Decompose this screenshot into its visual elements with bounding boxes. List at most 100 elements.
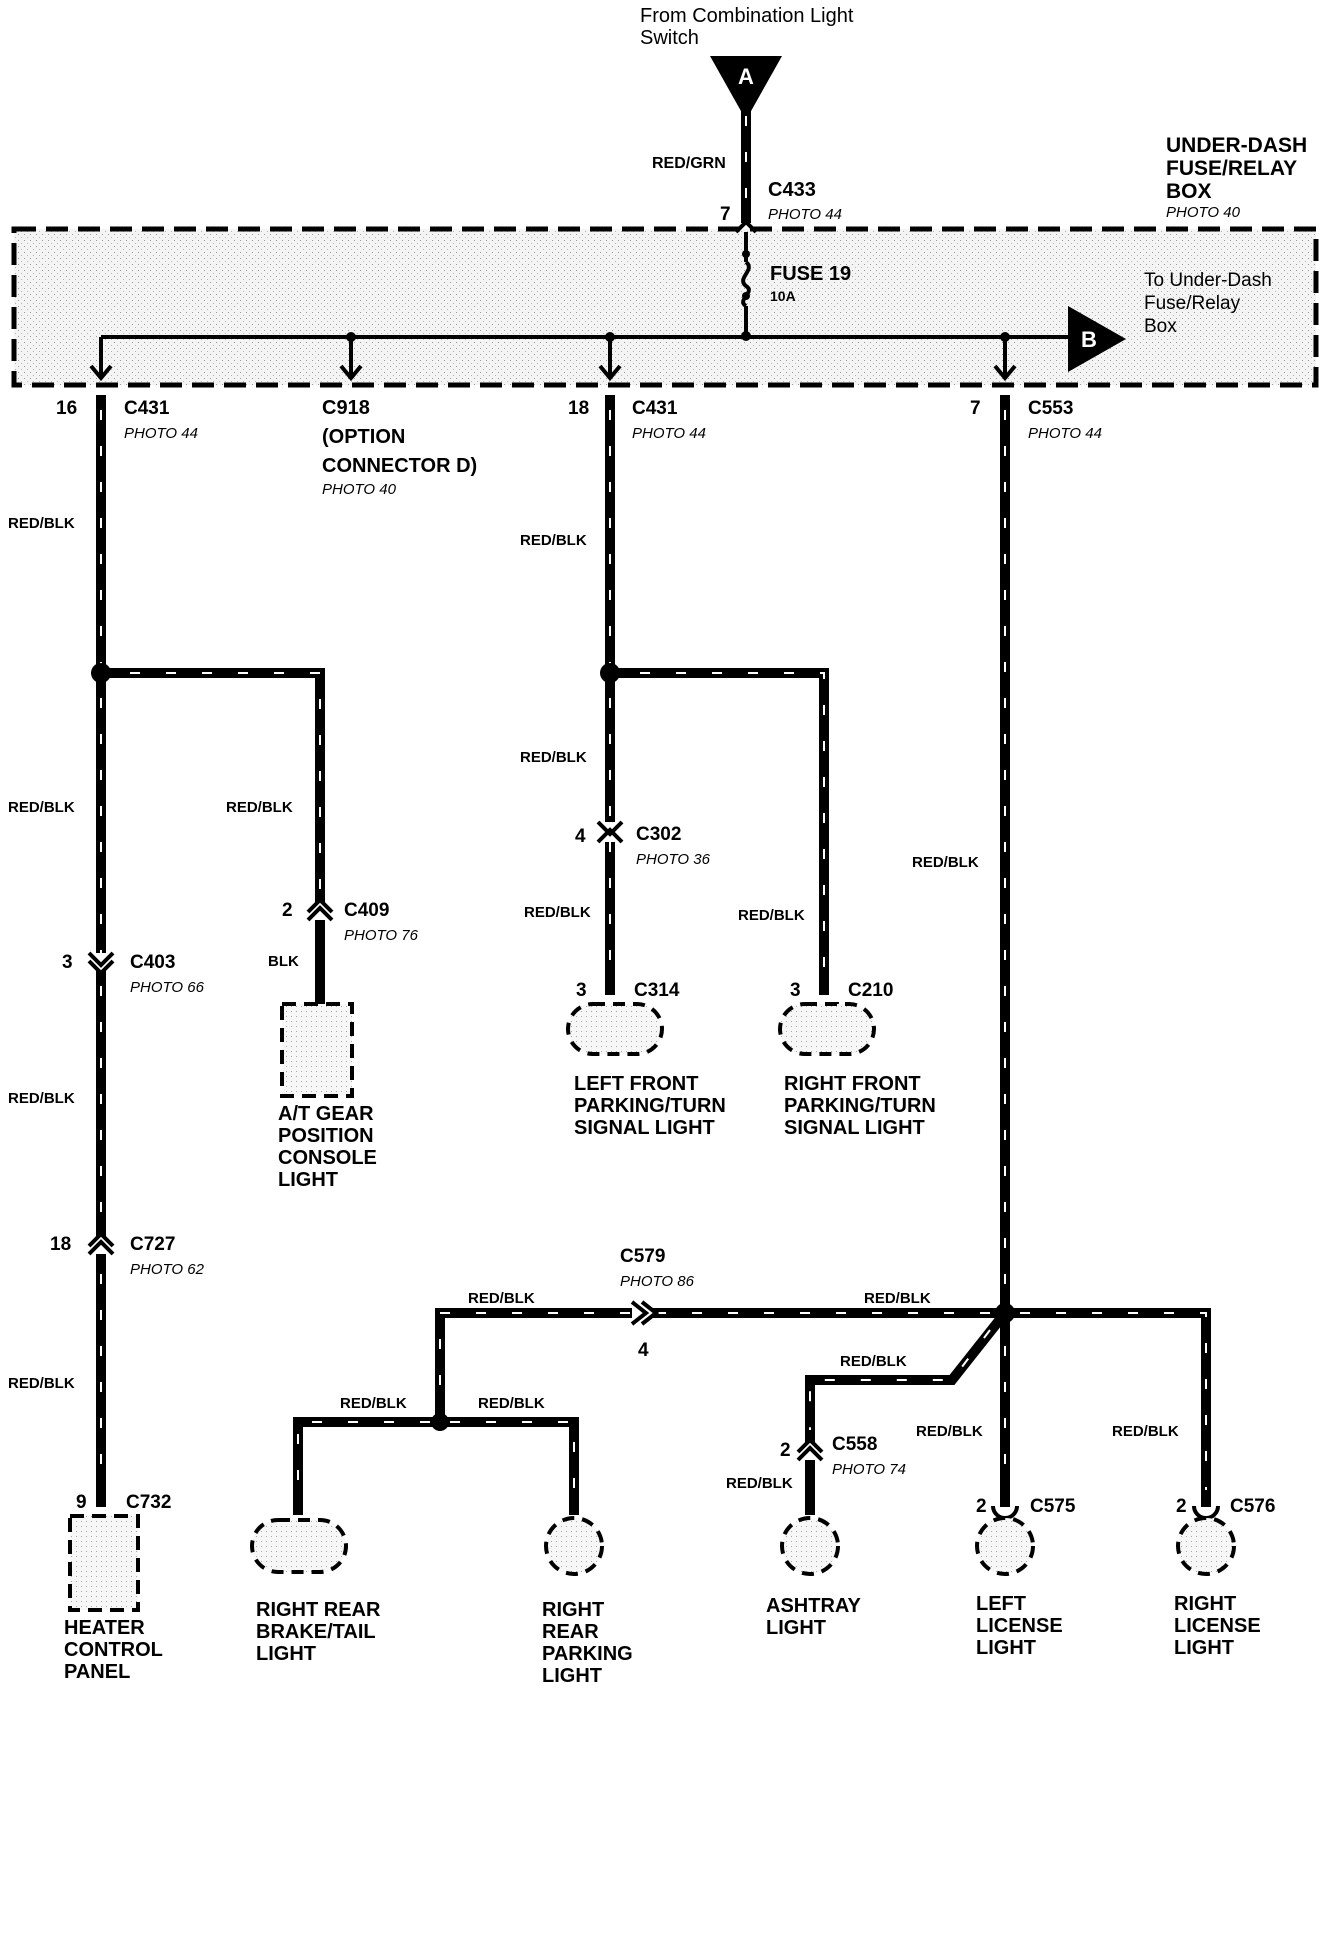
wire-label-blk: BLK	[268, 953, 299, 970]
at-gear-label-4: LIGHT	[278, 1169, 338, 1191]
wire-label-redblk-3: RED/BLK	[8, 1090, 75, 1107]
wire-label-red-grn: RED/GRN	[652, 155, 726, 172]
c558-label: C558	[832, 1434, 877, 1455]
r-license-label-2: LICENSE	[1174, 1615, 1261, 1637]
rr-brake-light-symbol	[250, 1518, 348, 1574]
c431a-label: C431	[124, 398, 170, 419]
c732-pin: 9	[76, 1492, 87, 1513]
circuit-rear-lights	[293, 395, 1211, 1515]
c575-label: C575	[1030, 1496, 1076, 1517]
at-gear-label-2: POSITION	[278, 1125, 374, 1147]
c433-pin: 7	[720, 204, 731, 225]
c579-label: C579	[620, 1246, 665, 1267]
heater-label-2: CONTROL	[64, 1639, 163, 1661]
c431b-photo: PHOTO 44	[632, 425, 706, 442]
wire-label-redblk-13: RED/BLK	[340, 1395, 407, 1412]
wire-label-redblk-12: RED/BLK	[864, 1290, 931, 1307]
c433-connector-symbol	[734, 219, 758, 234]
wire-label-redblk-17: RED/BLK	[1112, 1423, 1179, 1440]
lf-parking-light-symbol	[566, 1002, 664, 1056]
c558-pin: 2	[780, 1440, 791, 1461]
c314-pin: 3	[576, 980, 587, 1001]
c558-connector-symbol	[796, 1437, 824, 1462]
rf-parking-label-3: SIGNAL LIGHT	[784, 1117, 925, 1139]
fusebox-title-1: UNDER-DASH	[1166, 134, 1307, 157]
c579-pin: 4	[638, 1340, 649, 1361]
c575-pin: 2	[976, 1496, 987, 1517]
c210-pin: 3	[790, 980, 801, 1001]
circuit-heater	[91, 395, 325, 1507]
right-license-light-symbol	[1176, 1516, 1236, 1576]
wire-label-redblk-7: RED/BLK	[520, 749, 587, 766]
ashtray-label-1: ASHTRAY	[766, 1595, 861, 1617]
lf-parking-label-1: LEFT FRONT	[574, 1073, 698, 1095]
l-license-label-3: LIGHT	[976, 1637, 1036, 1659]
c918-label-line2: (OPTION	[322, 426, 405, 448]
at-gear-label-3: CONSOLE	[278, 1147, 377, 1169]
fusebox-to-line1: To Under-Dash	[1144, 270, 1272, 291]
rr-parking-label-2: REAR	[542, 1621, 599, 1643]
wire-label-redblk-16: RED/BLK	[916, 1423, 983, 1440]
rf-parking-label-2: PARKING/TURN	[784, 1095, 936, 1117]
wire-label-redblk-10: RED/BLK	[912, 854, 979, 871]
r-license-label-1: RIGHT	[1174, 1593, 1236, 1615]
c403-connector-symbol	[87, 951, 115, 976]
rr-parking-label-1: RIGHT	[542, 1599, 604, 1621]
rr-brake-label-1: RIGHT REAR	[256, 1599, 381, 1621]
c727-connector-symbol	[87, 1231, 115, 1256]
c431b-arrow	[598, 364, 622, 382]
lf-parking-label-2: PARKING/TURN	[574, 1095, 726, 1117]
fusebox-to-line3: Box	[1144, 316, 1177, 337]
rr-brake-label-2: BRAKE/TAIL	[256, 1621, 376, 1643]
wire-label-redblk-6: RED/BLK	[520, 532, 587, 549]
wire-label-redblk-4: RED/BLK	[8, 1375, 75, 1392]
c732-label: C732	[126, 1492, 171, 1513]
c431b-label: C431	[632, 398, 678, 419]
wire-label-redblk-15: RED/BLK	[840, 1353, 907, 1370]
rr-brake-label-3: LIGHT	[256, 1643, 316, 1665]
fusebox-title-2: FUSE/RELAY	[1166, 157, 1297, 180]
rr-parking-light-symbol	[544, 1516, 604, 1576]
rf-parking-light-symbol	[778, 1002, 876, 1056]
heater-label-3: PANEL	[64, 1661, 130, 1683]
c579-connector-symbol	[630, 1300, 660, 1326]
rf-parking-label-1: RIGHT FRONT	[784, 1073, 921, 1095]
c433-photo: PHOTO 44	[768, 206, 842, 223]
wire-label-redblk-2: RED/BLK	[8, 799, 75, 816]
c918-photo: PHOTO 40	[322, 481, 397, 498]
c553-pin: 7	[970, 398, 981, 419]
c409-connector-symbol	[306, 897, 334, 922]
connector-a-marker: A	[710, 56, 782, 120]
c302-connector-symbol	[596, 820, 624, 844]
wire-label-redblk-1: RED/BLK	[8, 515, 75, 532]
ashtray-label-2: LIGHT	[766, 1617, 826, 1639]
wire-label-redblk-5: RED/BLK	[226, 799, 293, 816]
fusebox-to-line2: Fuse/Relay	[1144, 293, 1241, 314]
c302-pin: 4	[575, 826, 586, 847]
fuse-terminal-bottom	[742, 292, 750, 300]
c409-label: C409	[344, 900, 389, 921]
c576-label: C576	[1230, 1496, 1275, 1517]
heater-label-1: HEATER	[64, 1617, 145, 1639]
c431b-pin: 18	[568, 398, 589, 419]
c431a-photo: PHOTO 44	[124, 425, 198, 442]
wire-label-redblk-9: RED/BLK	[738, 907, 805, 924]
c403-photo: PHOTO 66	[130, 979, 205, 996]
fuse-19-symbol	[741, 260, 751, 308]
left-license-light-symbol	[975, 1516, 1035, 1576]
l-license-label-2: LICENSE	[976, 1615, 1063, 1637]
r-license-label-3: LIGHT	[1174, 1637, 1234, 1659]
fuse-relay-box	[11, 226, 1319, 388]
source-label-line1: From Combination Light	[640, 5, 854, 27]
ashtray-light-symbol	[780, 1516, 840, 1576]
circuit-front-parking	[600, 395, 829, 995]
c579-photo: PHOTO 86	[620, 1273, 695, 1290]
wire-label-redblk-11: RED/BLK	[468, 1290, 535, 1307]
c210-label: C210	[848, 980, 893, 1001]
c727-photo: PHOTO 62	[130, 1261, 205, 1278]
l-license-label-1: LEFT	[976, 1593, 1026, 1615]
fuse-19-label: FUSE 19	[770, 263, 851, 285]
c431a-arrow	[89, 364, 113, 382]
marker-a-label: A	[738, 64, 754, 89]
